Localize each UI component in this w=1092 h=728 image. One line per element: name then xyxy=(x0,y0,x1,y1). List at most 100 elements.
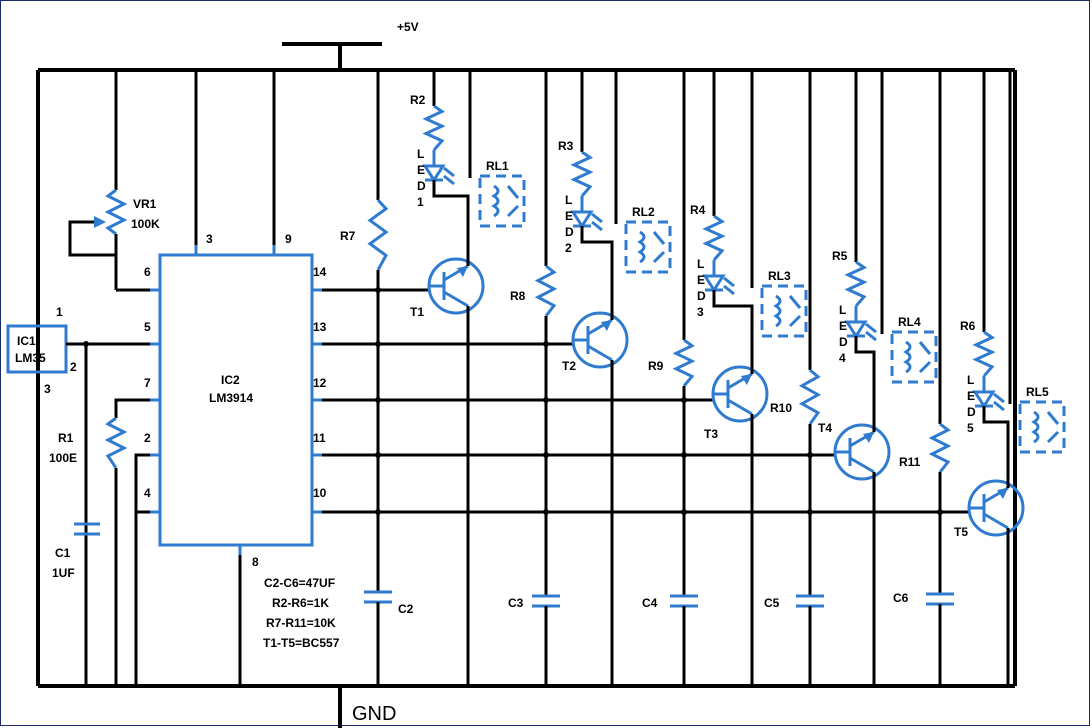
ic2-pin11: 11 xyxy=(313,431,326,445)
note-r7-r11: R7-R11=10K xyxy=(266,616,336,630)
resistor-r1 xyxy=(104,398,150,686)
label-r3: R3 xyxy=(558,139,574,153)
vr1-value: 100K xyxy=(131,217,160,231)
ic2-pin4: 4 xyxy=(144,486,151,500)
label-rl3: RL3 xyxy=(768,269,791,283)
label-c6: C6 xyxy=(893,591,909,605)
ic2-pin13: 13 xyxy=(313,320,327,334)
label-c5: C5 xyxy=(764,596,780,610)
ic2-pin2: 2 xyxy=(144,431,151,445)
led-5 xyxy=(972,390,996,409)
note-c2-c6: C2-C6=47UF xyxy=(264,576,335,590)
label-rl2: RL2 xyxy=(632,205,655,219)
resistor-r10 xyxy=(798,368,822,425)
led-letter: E xyxy=(839,319,847,333)
note-t1-t5: T1-T5=BC557 xyxy=(263,636,340,650)
label-t3: T3 xyxy=(704,427,718,441)
label-r4: R4 xyxy=(690,203,706,217)
led-1 xyxy=(422,164,446,183)
resistor-r8 xyxy=(534,264,558,317)
resistor-r5 xyxy=(844,260,868,307)
ic2-name: IC2 xyxy=(221,373,240,387)
ic2-pin12: 12 xyxy=(313,376,327,390)
transistor-t4 xyxy=(833,423,891,481)
led-letter: L xyxy=(417,147,424,161)
potentiometer-vr1 xyxy=(68,70,150,292)
ic1-pin1: 1 xyxy=(56,305,63,319)
resistor-r9 xyxy=(672,338,696,387)
ic2-pin14: 14 xyxy=(313,265,327,279)
label-r6: R6 xyxy=(960,319,976,333)
resistor-r6 xyxy=(972,330,996,377)
transistor-t3 xyxy=(711,365,769,423)
ic2-pin3: 3 xyxy=(206,232,213,246)
relay-rl2 xyxy=(624,220,672,274)
led-4 xyxy=(844,320,868,339)
label-rl4: RL4 xyxy=(898,315,921,329)
label-r8: R8 xyxy=(510,289,526,303)
label-r7: R7 xyxy=(340,229,356,243)
c1-value: 1UF xyxy=(52,566,75,580)
label-rl1: RL1 xyxy=(486,159,509,173)
led-letter: E xyxy=(417,163,425,177)
label-r9: R9 xyxy=(648,359,664,373)
label-rl5: RL5 xyxy=(1026,385,1049,399)
note-r2-r6: R2-R6=1K xyxy=(272,596,329,610)
led-2 xyxy=(570,210,594,229)
led-letter: D xyxy=(697,289,706,303)
output-channels: R7R2T1RL1C2LED1R8R3T2RL2C3LED2R9R4T3RL3C… xyxy=(322,70,1066,686)
led-letter: L xyxy=(839,303,846,317)
ic2-pin5: 5 xyxy=(144,320,151,334)
led-letter: E xyxy=(565,209,573,223)
relay-rl3 xyxy=(760,284,808,338)
ic1-name: IC1 xyxy=(17,334,36,348)
led-number: 3 xyxy=(697,305,704,319)
transistor-t2 xyxy=(571,311,629,369)
r1-name: R1 xyxy=(58,431,74,445)
led-letter: L xyxy=(697,257,704,271)
led-number: 1 xyxy=(417,195,424,209)
ic2-pin7: 7 xyxy=(144,376,151,390)
led-letter: D xyxy=(839,335,848,349)
ic2-pin9: 9 xyxy=(285,232,292,246)
label-r10: R10 xyxy=(770,401,792,415)
resistor-r3 xyxy=(570,150,594,197)
ic1-body xyxy=(6,324,68,374)
led-letter: D xyxy=(967,405,976,419)
label-r11: R11 xyxy=(899,455,921,469)
led-number: 5 xyxy=(967,421,974,435)
power-rails xyxy=(36,42,1017,728)
label-c3: C3 xyxy=(508,596,524,610)
transistor-t5 xyxy=(967,479,1025,537)
led-letter: L xyxy=(967,373,974,387)
vr1-name: VR1 xyxy=(133,197,157,211)
capacitor-c1 xyxy=(74,522,100,536)
ic2-part: LM3914 xyxy=(209,391,253,405)
led-letter: L xyxy=(565,193,572,207)
relay-rl5 xyxy=(1018,400,1066,454)
led-letter: D xyxy=(417,179,426,193)
resistor-r4 xyxy=(702,214,726,261)
label-r5: R5 xyxy=(832,249,848,263)
resistor-r7 xyxy=(367,198,389,271)
resistor-r2 xyxy=(422,104,446,151)
label-c2: C2 xyxy=(398,602,414,616)
label-c4: C4 xyxy=(642,596,658,610)
led-number: 4 xyxy=(839,351,846,365)
ic1-pin3: 3 xyxy=(44,382,51,396)
ic2-pin10: 10 xyxy=(313,486,327,500)
ground-label: GND xyxy=(352,703,396,725)
relay-rl4 xyxy=(890,330,938,384)
led-letter: E xyxy=(697,273,705,287)
label-t1: T1 xyxy=(410,305,424,319)
ic1-part: LM35 xyxy=(15,351,46,365)
supply-label: +5V xyxy=(397,20,419,34)
label-t4: T4 xyxy=(818,421,832,435)
label-r2: R2 xyxy=(410,93,426,107)
ic2-pin8: 8 xyxy=(252,555,259,569)
